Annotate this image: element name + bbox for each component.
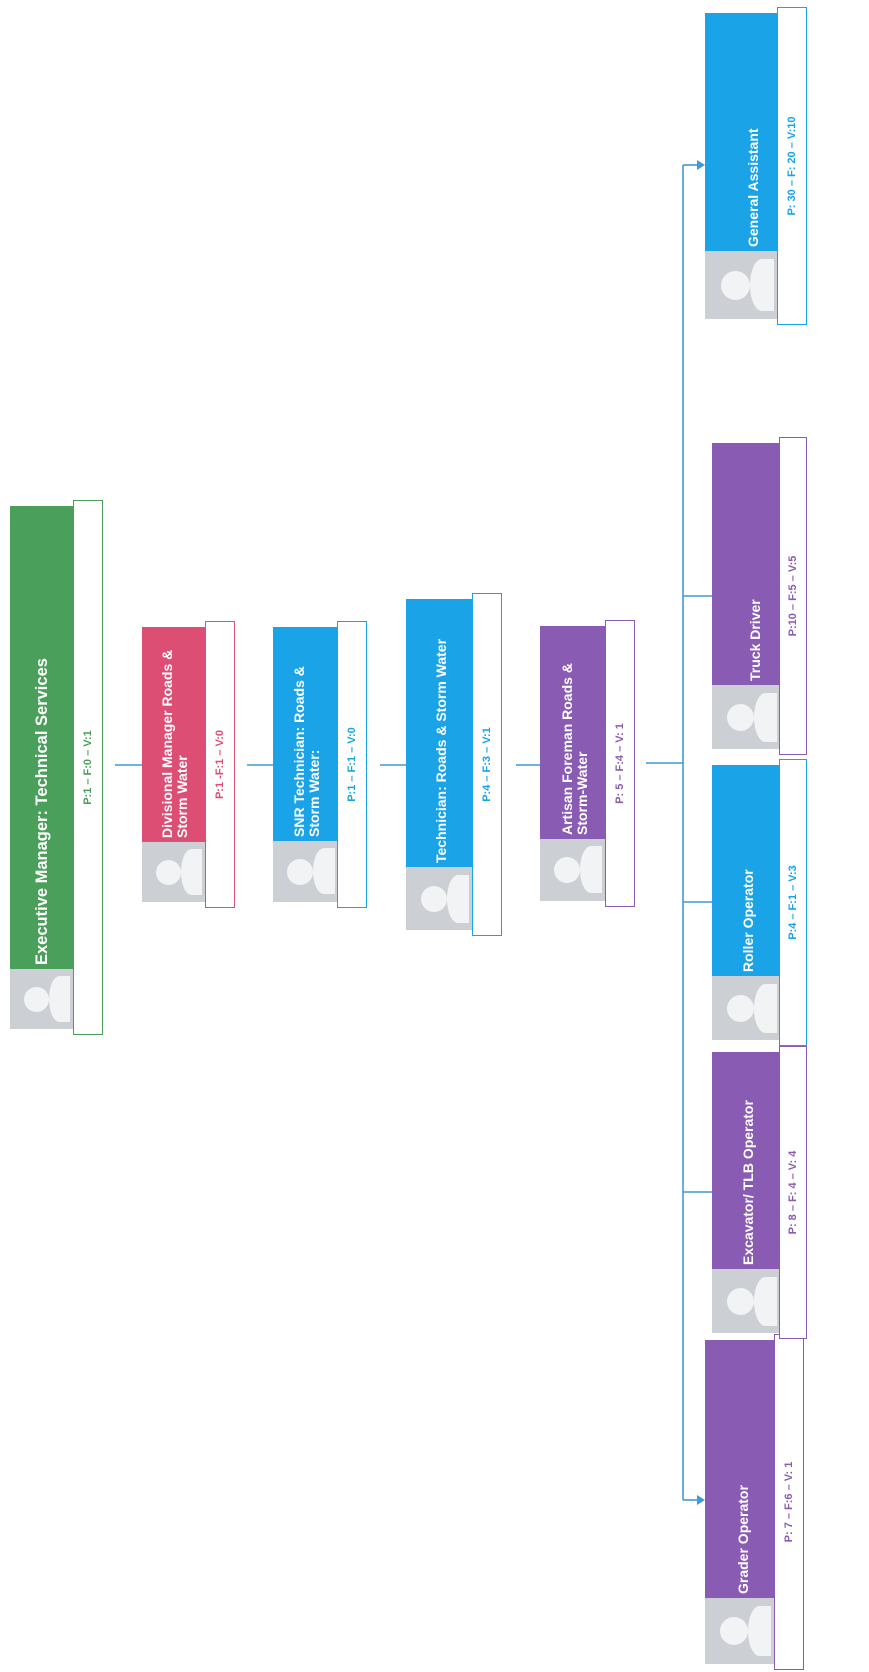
position-title: Divisional Manager Roads & Storm Water	[158, 649, 190, 838]
position-title: Grader Operator	[735, 1485, 752, 1594]
stats-box	[337, 621, 367, 908]
position-stats: P: 30 – F: 20 – V:10	[786, 116, 798, 216]
stats-box	[472, 593, 502, 936]
person-placeholder-icon	[10, 969, 73, 1029]
person-placeholder-icon	[712, 976, 779, 1040]
node-color-bar	[10, 506, 79, 1029]
stats-box	[779, 437, 807, 755]
executive-manager-node: Executive Manager: Technical Services P:1…	[10, 500, 115, 1035]
position-stats: P:1 – F:0 – V:1	[82, 730, 94, 805]
person-placeholder-icon	[712, 685, 779, 749]
position-stats: P:4 – F:3 – V:1	[481, 727, 493, 802]
position-title: Excavator/ TLB Operator	[740, 1100, 757, 1265]
person-placeholder-icon	[142, 842, 205, 902]
position-stats: P:1 -F:1 – V:0	[214, 729, 226, 800]
stats-box	[779, 1046, 807, 1339]
person-placeholder-icon	[406, 867, 472, 930]
artisan-foreman-node: Artisan Foreman Roads & Storm-Water P: 5 …	[540, 620, 646, 907]
position-title: Artisan Foreman Roads & Storm-Water	[558, 663, 590, 835]
person-placeholder-icon	[540, 839, 605, 901]
general-assistant-node: General Assistant P: 30 – F: 20 – V:10	[705, 7, 809, 325]
roller-operator-node: Roller Operator P:4 – F:1 – V:3	[712, 759, 808, 1046]
person-placeholder-icon	[273, 841, 337, 902]
position-stats: P:4 – F:1 – V:3	[787, 865, 799, 940]
grader-operator-node: Grader Operator P: 7 – F:6 – V: 1	[705, 1334, 805, 1670]
stats-box	[205, 621, 235, 908]
stats-box	[777, 7, 807, 325]
position-stats: P: 5 – F:4 – V: 1	[614, 723, 626, 804]
position-title: Technician: Roads & Storm Water	[433, 638, 450, 863]
position-title: Executive Manager: Technical Services	[33, 658, 52, 965]
stats-box	[605, 620, 635, 907]
person-placeholder-icon	[705, 1598, 774, 1664]
arrow-general-assistant	[697, 160, 705, 170]
position-stats: P: 8 – F: 4 – V: 4	[787, 1150, 799, 1235]
technician-node: Technician: Roads & Storm Water P:4 – F:3…	[406, 593, 516, 936]
position-title: SNR Technician: Roads & Storm Water:	[290, 666, 322, 837]
person-placeholder-icon	[712, 1269, 779, 1333]
excavator-operator-node: Excavator/ TLB Operator P: 8 – F: 4 – V: …	[712, 1046, 808, 1339]
stats-box	[779, 759, 807, 1046]
position-stats: P:10 – F:5 – V:5	[787, 555, 799, 637]
position-stats: P: 7 – F:6 – V: 1	[783, 1461, 795, 1543]
divisional-manager-node: Divisional Manager Roads & Storm Water P:…	[142, 621, 247, 908]
position-title: General Assistant	[745, 128, 762, 247]
arrow-grader-operator	[697, 1495, 705, 1505]
position-stats: P:1 – F:1 – V:0	[346, 727, 358, 802]
position-title: Truck Driver	[747, 599, 764, 681]
snr-technician-node: SNR Technician: Roads & Storm Water: P:1 …	[273, 621, 380, 908]
stats-box	[73, 500, 103, 1035]
person-placeholder-icon	[705, 251, 777, 319]
stats-box	[774, 1334, 804, 1670]
truck-driver-node: Truck Driver P:10 – F:5 – V:5	[712, 437, 810, 755]
position-title: Roller Operator	[740, 869, 757, 972]
